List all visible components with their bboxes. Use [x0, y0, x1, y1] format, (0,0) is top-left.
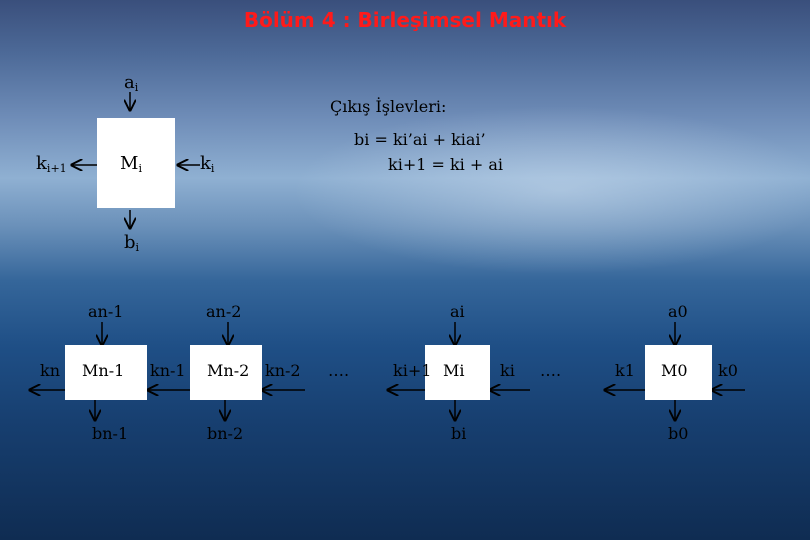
chain-input-label-2: an-2	[206, 302, 242, 321]
chain-output-label-1: bn-1	[92, 424, 129, 443]
chain-box-4	[645, 345, 712, 400]
cell-carry-in-label: ki	[200, 153, 215, 175]
chain-carry-label-kn-2: kn-2	[265, 361, 301, 380]
cell-input-label: ai	[124, 72, 139, 94]
equation-output: bi = ki’ai + kiai’	[354, 130, 486, 149]
chain-input-label-4: a0	[668, 302, 688, 321]
chain-box-label-4: M0	[661, 361, 688, 380]
chain-input-label-3: ai	[450, 302, 465, 321]
chain-input-label-1: an-1	[88, 302, 124, 321]
chain-box-label-2: Mn-2	[207, 361, 250, 380]
chain-box-3	[425, 345, 490, 400]
chain-carry-label-ki1: ki+1	[393, 361, 432, 380]
chain-carry-label-k0: k0	[718, 361, 738, 380]
cell-carry-out-label: ki+1	[36, 153, 67, 175]
chain-box-label-3: Mi	[443, 361, 465, 380]
chain-carry-label-kn-1: kn-1	[150, 361, 186, 380]
equations-heading: Çıkış İşlevleri:	[330, 97, 447, 116]
cell-module-label: Mi	[120, 153, 142, 175]
chain-box-label-1: Mn-1	[82, 361, 125, 380]
chain-box-1	[65, 345, 147, 400]
chain-ellipsis-1: ….	[328, 361, 350, 380]
chain-output-label-2: bn-2	[207, 424, 244, 443]
chain-box-2	[190, 345, 262, 400]
chain-carry-label-ki: ki	[500, 361, 515, 380]
chain-carry-label-k1: k1	[615, 361, 635, 380]
chain-ellipsis-2: ….	[540, 361, 562, 380]
chain-output-label-4: b0	[668, 424, 689, 443]
cell-output-label: bi	[124, 232, 140, 254]
chain-output-label-3: bi	[451, 424, 467, 443]
chain-carry-label-kn: kn	[40, 361, 60, 380]
equation-carry: ki+1 = ki + ai	[388, 155, 504, 174]
cell-module-box	[97, 118, 175, 208]
slide-title: Bölüm 4 : Birleşimsel Mantık	[243, 8, 567, 32]
